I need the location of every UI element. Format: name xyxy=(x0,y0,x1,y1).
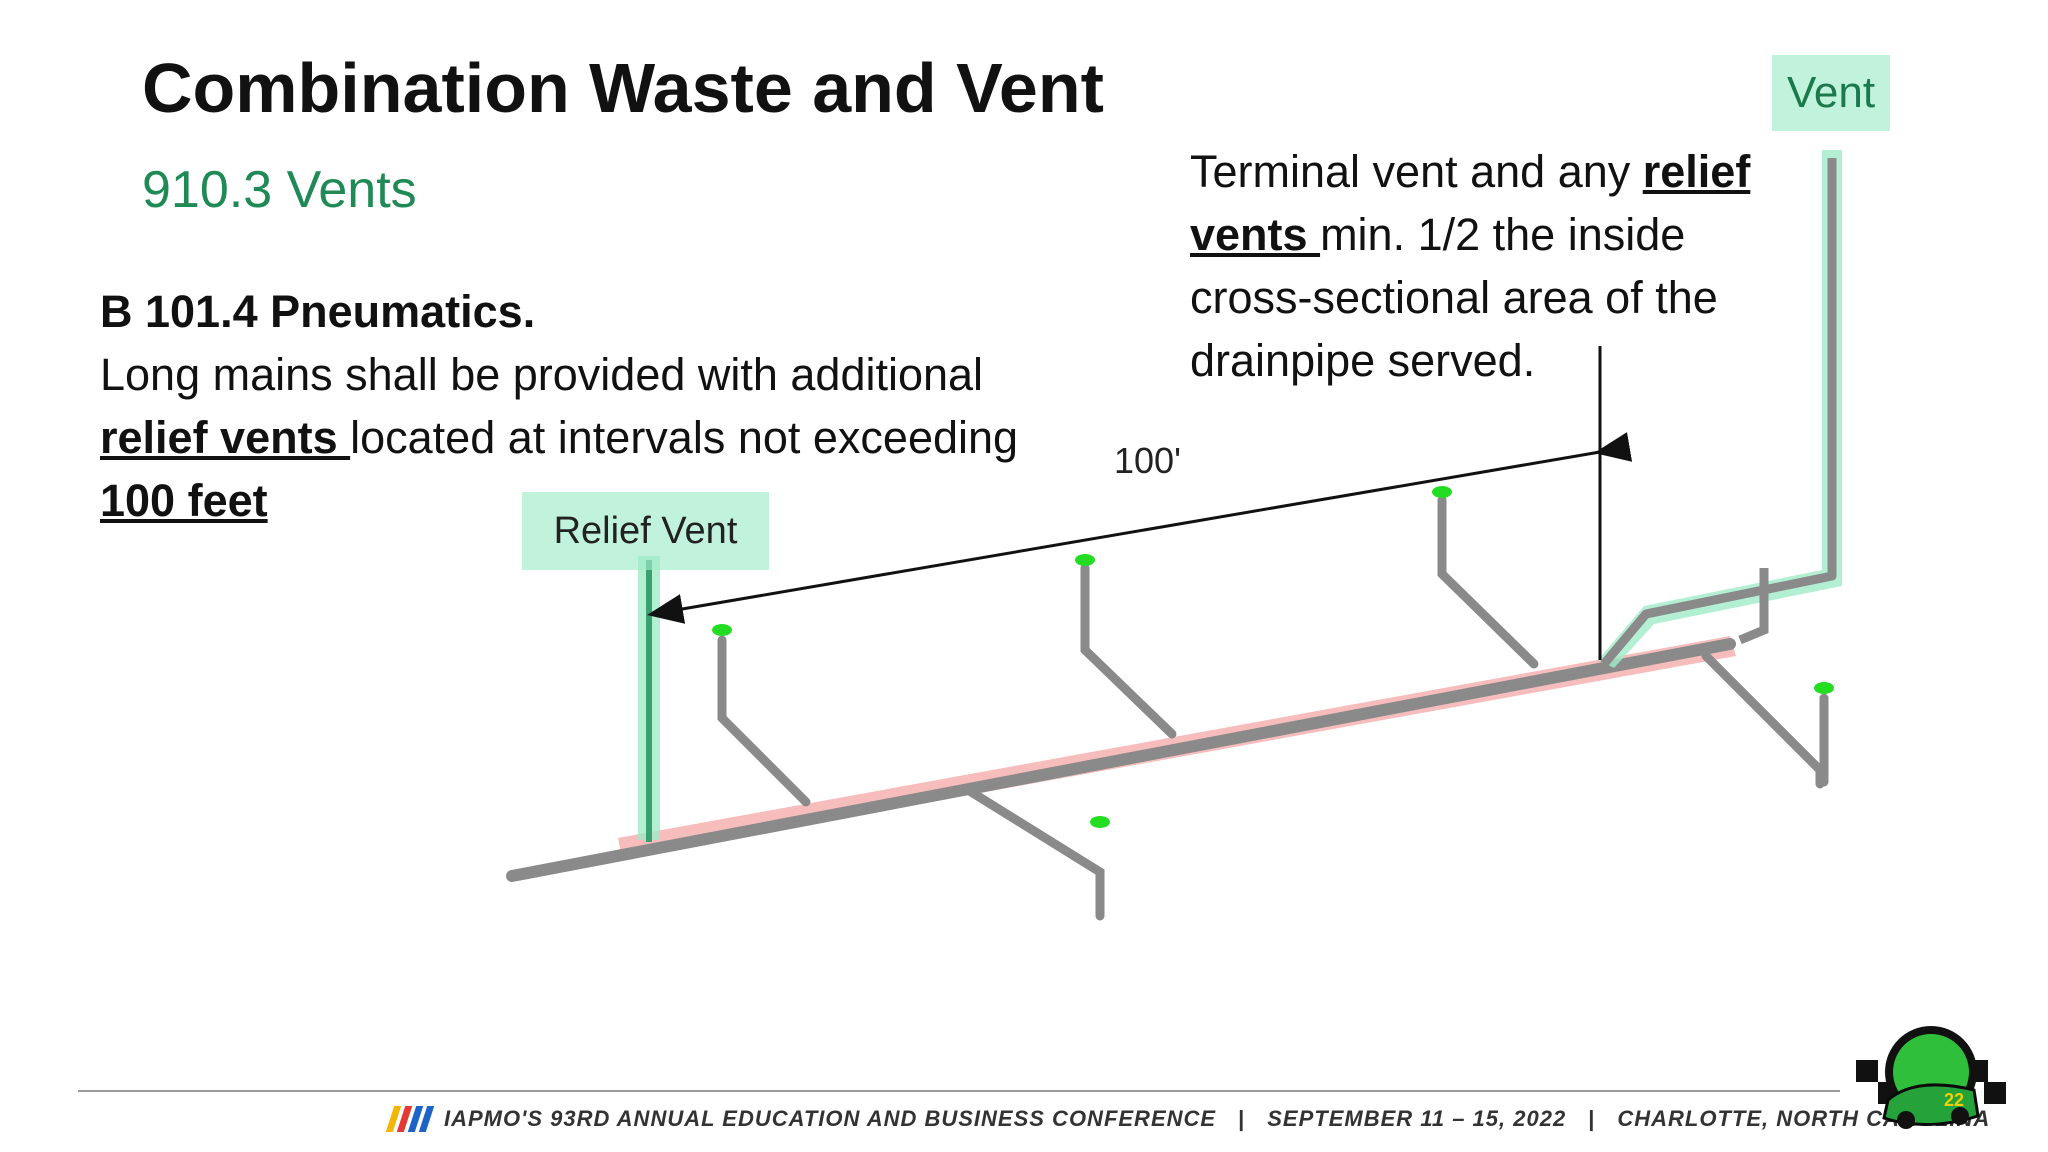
dimension-label: 100' xyxy=(1114,440,1181,481)
callout-relief-emphasis: relief xyxy=(1642,146,1751,197)
footer-divider xyxy=(78,1090,1840,1092)
code-section-heading: B 101.4 Pneumatics. xyxy=(100,286,536,337)
distance-emphasis: 100 feet xyxy=(100,475,268,526)
callout-part-1: Terminal vent and any xyxy=(1190,146,1643,197)
terminal-vent-callout: Terminal vent and any relief vents min. … xyxy=(1190,140,1810,392)
slide-title: Combination Waste and Vent xyxy=(142,49,1104,127)
relief-vent-label: Relief Vent xyxy=(522,492,769,570)
svg-text:22: 22 xyxy=(1944,1090,1964,1110)
fixture-branch-3 xyxy=(1437,495,1539,669)
conference-logo-icon: 22 xyxy=(1856,1026,2006,1129)
fixture-branch-4 xyxy=(963,785,1105,921)
callout-vents-emphasis: vents xyxy=(1190,209,1321,260)
fixture-branch-1 xyxy=(717,635,811,807)
footer: IAPMO'S 93RD ANNUAL EDUCATION AND BUSINE… xyxy=(385,1106,1989,1132)
terminal-vent-highlight xyxy=(1598,150,1842,668)
callout-part-2: min. 1/2 the inside cross-sectional area… xyxy=(1190,209,1718,386)
dimension-arrow xyxy=(647,432,1633,624)
code-line-1: Long mains shall be provided with additi… xyxy=(100,349,984,400)
main-drain-pipe xyxy=(506,638,1736,882)
brand-stripes-icon xyxy=(385,1106,435,1132)
footer-dates: SEPTEMBER 11 – 15, 2022 xyxy=(1267,1106,1567,1131)
terminal-vent-pipe xyxy=(1600,158,1837,667)
footer-conference: IAPMO'S 93RD ANNUAL EDUCATION AND BUSINE… xyxy=(444,1106,1217,1131)
vent-label: Vent xyxy=(1772,55,1890,131)
fixture-branch-5 xyxy=(1701,651,1829,789)
relief-vents-emphasis: relief vents xyxy=(100,412,351,463)
fixture-branch-2 xyxy=(1080,563,1177,739)
vent-riser xyxy=(1738,568,1769,645)
slide-subtitle: 910.3 Vents xyxy=(142,161,417,219)
